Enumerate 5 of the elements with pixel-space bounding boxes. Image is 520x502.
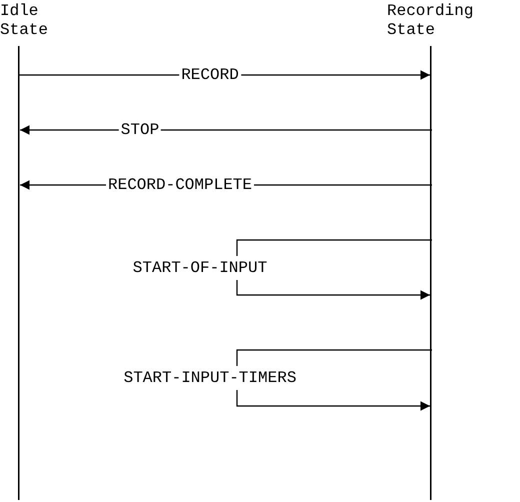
state-label: Idle State: [0, 2, 48, 39]
state-label: Recording State: [387, 2, 474, 39]
arrow: [20, 125, 432, 135]
arrow: [236, 349, 433, 411]
arrow: [236, 239, 433, 300]
